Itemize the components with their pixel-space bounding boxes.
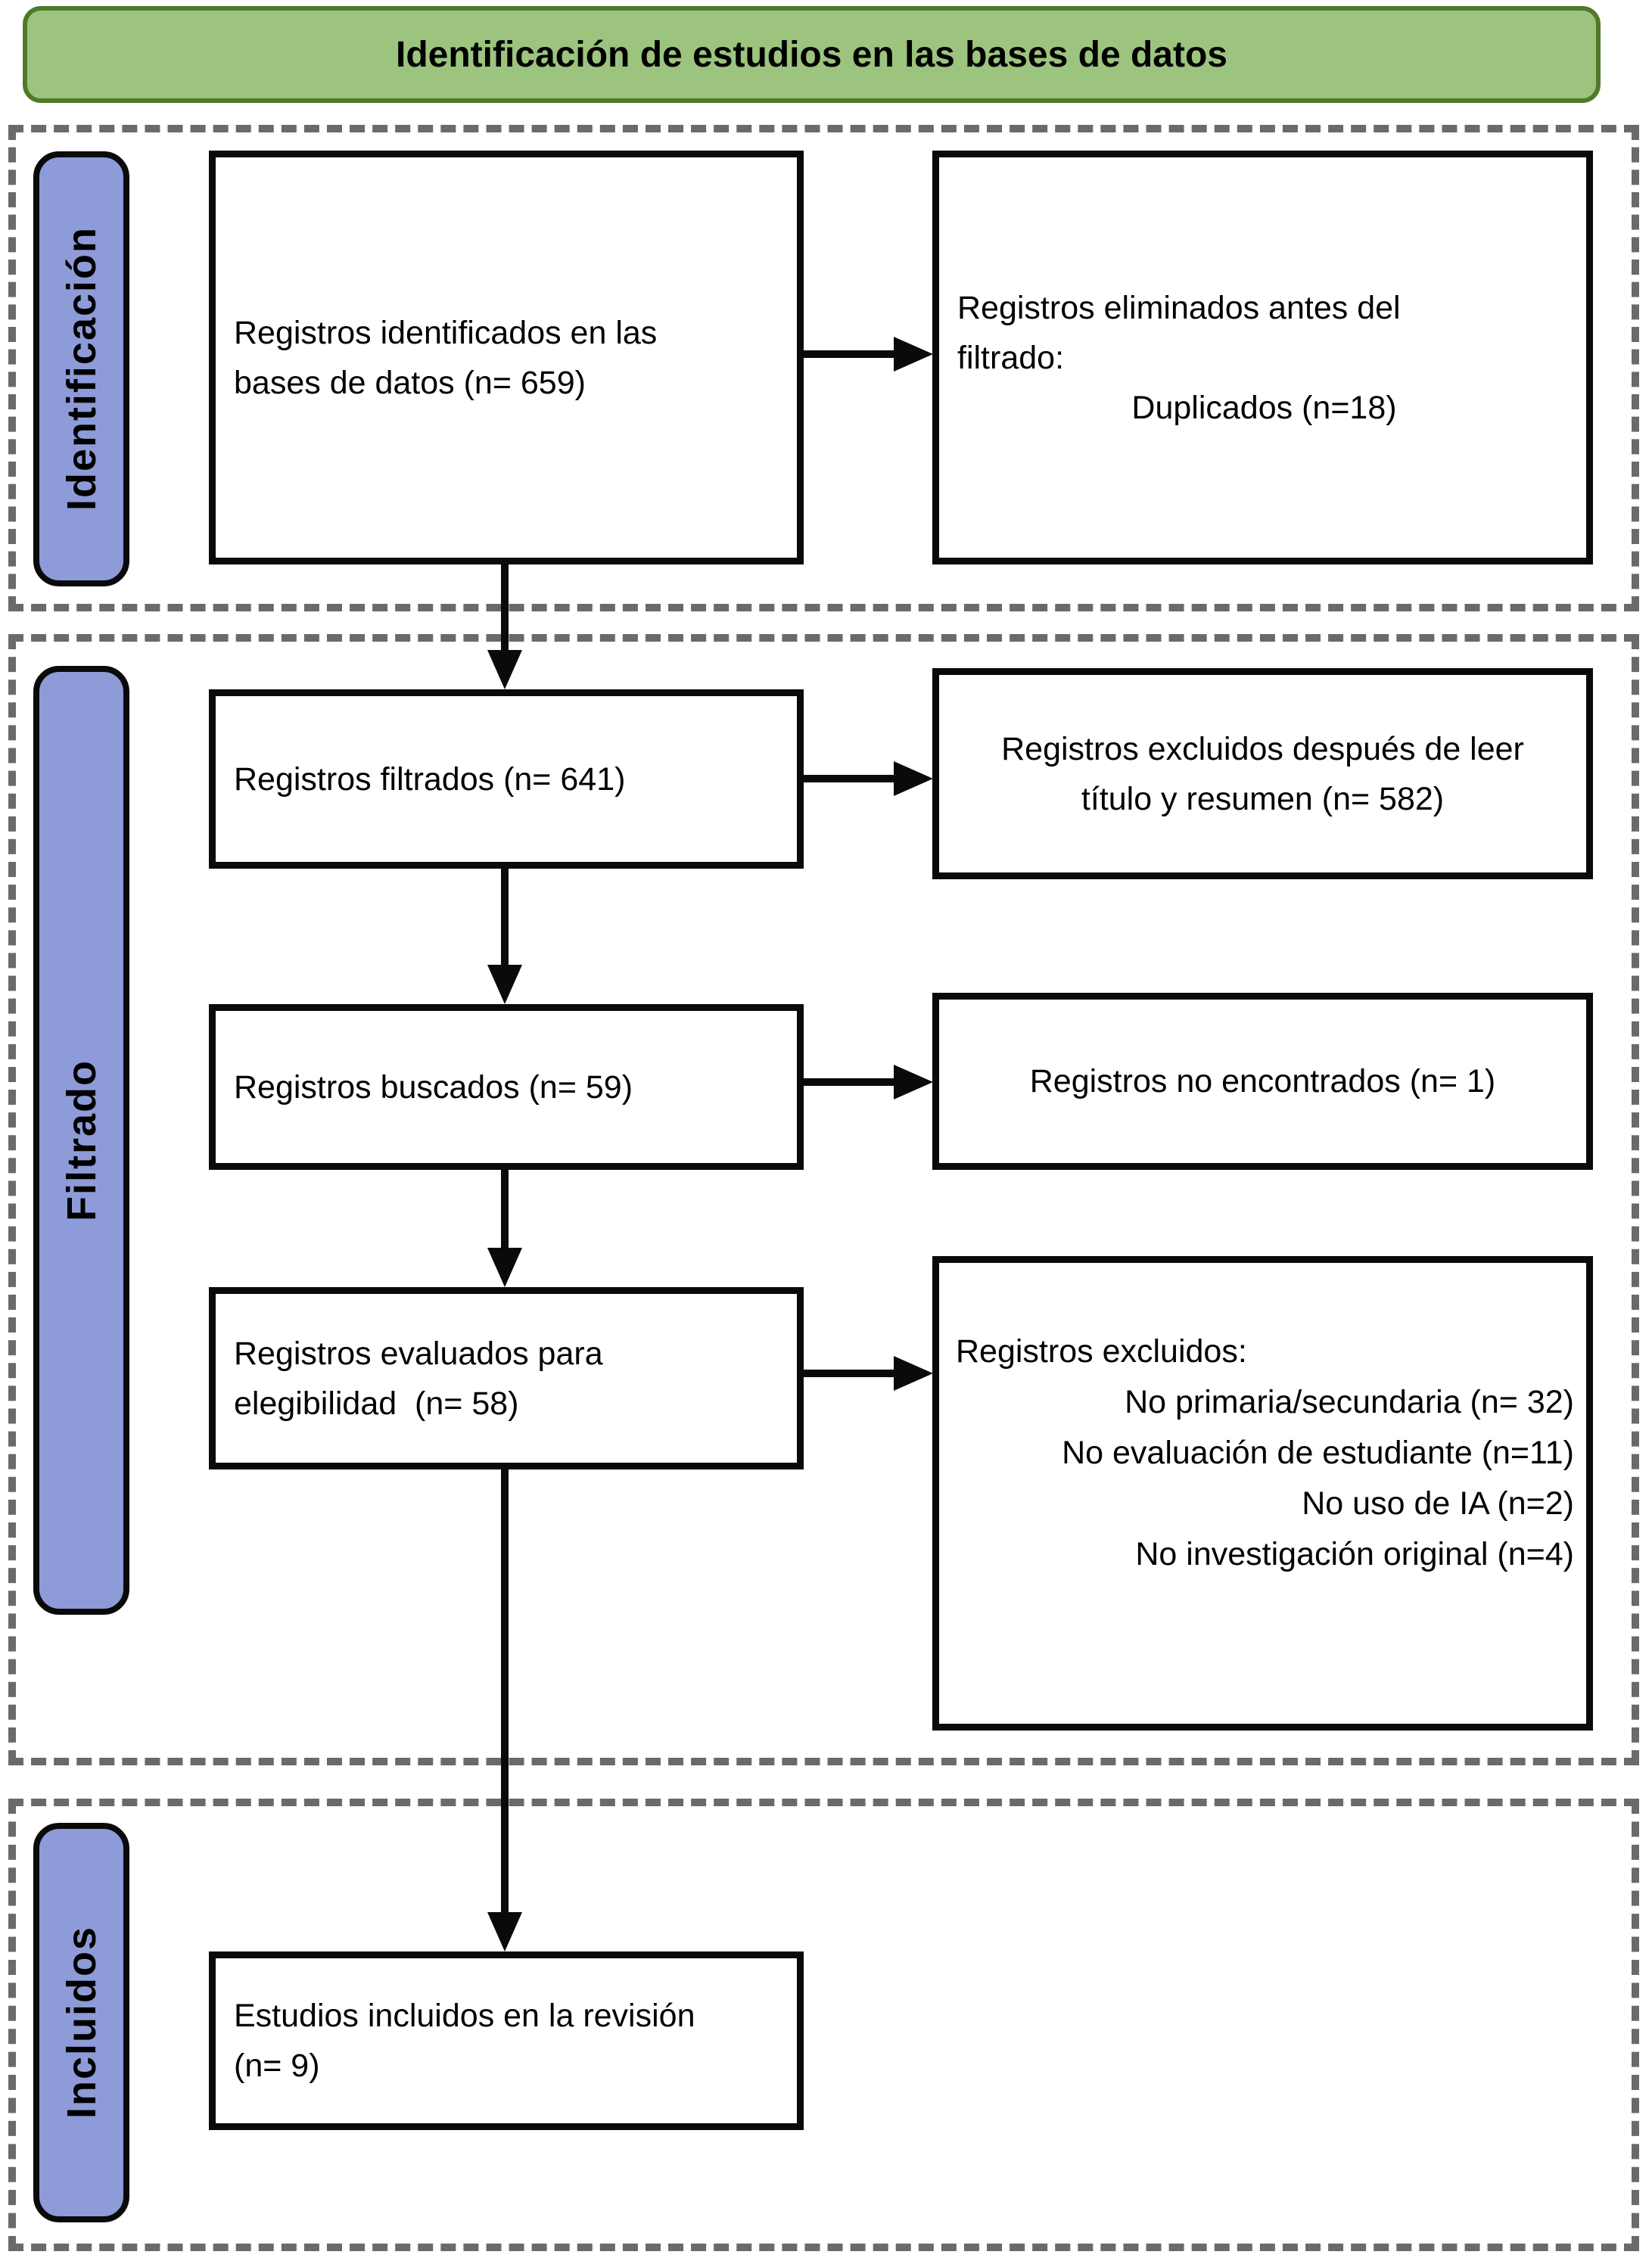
box-line: (n= 9)	[234, 2048, 320, 2084]
box-records-excluded-title-abstract: Registros excluidos después de leer títu…	[932, 668, 1593, 879]
arrow-down-3-head	[487, 1248, 522, 1287]
box-line: Registros excluidos después de leer	[1001, 730, 1524, 767]
arrow-down-2-head	[487, 965, 522, 1004]
arrow-right-4-line	[804, 1370, 894, 1377]
phase-label-screening-text: Filtrado	[58, 1059, 104, 1221]
box-line: Registros buscados (n= 59)	[234, 1068, 633, 1106]
arrow-down-1-line	[501, 564, 509, 652]
section-screening	[8, 634, 1639, 1765]
arrow-right-2-line	[804, 775, 894, 782]
box-records-excluded-reasons: Registros excluidos: No primaria/secunda…	[932, 1256, 1593, 1731]
phase-label-included: Incluidos	[33, 1823, 129, 2222]
arrow-right-2-head	[894, 761, 933, 796]
arrow-right-1-head	[894, 337, 933, 372]
section-identification	[8, 125, 1639, 611]
box-line: Registros no encontrados (n= 1)	[1029, 1063, 1496, 1099]
arrow-down-2-line	[501, 869, 509, 966]
arrow-down-1-head	[487, 650, 522, 689]
box-line-reason: No investigación original (n=4)	[1135, 1536, 1574, 1572]
box-records-identified: Registros identificados en las bases de …	[209, 151, 804, 564]
phase-label-identification-text: Identificación	[58, 226, 104, 512]
box-line: elegibilidad (n= 58)	[234, 1385, 519, 1422]
arrow-right-1-line	[804, 350, 894, 358]
box-line-reason: No primaria/secundaria (n= 32)	[1125, 1384, 1574, 1420]
box-line: título y resumen (n= 582)	[1081, 780, 1445, 817]
section-included	[8, 1799, 1639, 2251]
arrow-right-3-line	[804, 1078, 894, 1086]
phase-label-included-text: Incluidos	[58, 1926, 104, 2119]
box-line: Registros identificados en las	[234, 314, 658, 351]
box-records-assessed-eligibility: Registros evaluados para elegibilidad (n…	[209, 1287, 804, 1469]
arrow-down-3-line	[501, 1170, 509, 1249]
arrow-right-4-head	[894, 1356, 933, 1391]
box-studies-included: Estudios incluidos en la revisión (n= 9)	[209, 1951, 804, 2130]
arrow-down-4-head	[487, 1912, 522, 1951]
box-line: Registros filtrados (n= 641)	[234, 760, 626, 798]
box-line: bases de datos (n= 659)	[234, 364, 586, 401]
box-line: Estudios incluidos en la revisión	[234, 1998, 695, 2034]
box-records-screened: Registros filtrados (n= 641)	[209, 689, 804, 869]
banner: Identificación de estudios en las bases …	[23, 6, 1601, 103]
box-line-header: Registros excluidos:	[956, 1333, 1247, 1370]
box-records-not-retrieved: Registros no encontrados (n= 1)	[932, 993, 1593, 1170]
box-line-reason: No evaluación de estudiante (n=11)	[1062, 1435, 1574, 1471]
phase-label-screening: Filtrado	[33, 666, 129, 1615]
box-records-sought: Registros buscados (n= 59)	[209, 1004, 804, 1170]
box-line-reason: No uso de IA (n=2)	[1302, 1485, 1574, 1522]
box-line-duplicates: Duplicados (n=18)	[1131, 389, 1397, 426]
banner-title: Identificación de estudios en las bases …	[396, 34, 1227, 75]
box-line: Registros evaluados para	[234, 1335, 603, 1372]
box-records-removed-before-screening: Registros eliminados antes del filtrado:…	[932, 151, 1593, 564]
box-line: Registros eliminados antes del	[957, 289, 1401, 326]
arrow-right-3-head	[894, 1065, 933, 1099]
box-line: filtrado:	[957, 339, 1065, 376]
phase-label-identification: Identificación	[33, 151, 129, 586]
arrow-down-4-line	[501, 1469, 509, 1914]
